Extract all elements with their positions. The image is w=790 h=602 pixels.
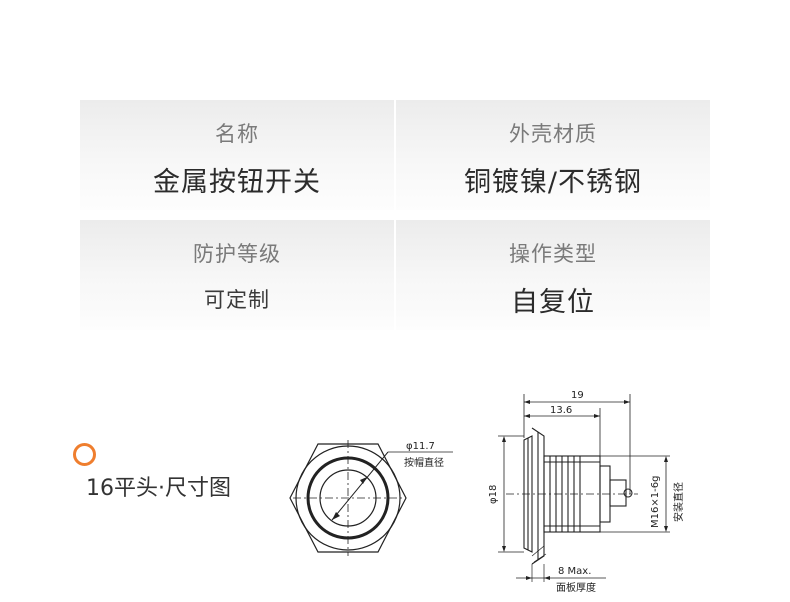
side-view-drawing: 19 13.6 φ18 M16×1-6g 安装直径 8 Max. 面板厚度 [488,390,685,594]
spec-table: 名称 金属按钮开关 外壳材质 铜镀镍/不锈钢 防护等级 可定制 操作类型 自复位 [80,100,710,330]
total-length-label: 19 [571,390,584,401]
spec-label: 外壳材质 [509,122,597,146]
spec-label: 防护等级 [193,242,281,266]
spec-cell-name: 名称 金属按钮开关 [80,100,394,210]
spec-value: 铜镀镍/不锈钢 [463,167,643,198]
switch-head [523,435,533,553]
head-diameter-label: φ18 [488,485,499,504]
spec-cell-operation: 操作类型 自复位 [396,220,710,330]
section-circle-icon [73,443,96,466]
spec-value: 可定制 [204,288,270,312]
hex-nut-outline [289,443,407,553]
panel-name-label: 面板厚度 [556,581,596,594]
spec-value: 自复位 [511,287,595,318]
spec-value: 金属按钮开关 [153,167,321,198]
spec-label: 操作类型 [509,242,597,266]
spec-cell-protection: 防护等级 可定制 [80,220,394,330]
terminal [609,479,627,507]
front-view-drawing: φ11.7 按帽直径 [289,440,453,556]
panel-max-label: 8 Max. [558,566,591,577]
thread-spec-label: M16×1-6g [650,476,661,528]
cap-diameter-name: 按帽直径 [404,456,444,469]
section-title: 16平头·尺寸图 [86,476,231,501]
diameter-arrow [331,451,389,521]
body-length-label: 13.6 [550,405,572,416]
cap-diameter-label: φ11.7 [406,441,435,452]
thread-name-label: 安装直径 [672,482,685,522]
spec-cell-material: 外壳材质 铜镀镍/不锈钢 [396,100,710,210]
spec-label: 名称 [215,122,259,146]
